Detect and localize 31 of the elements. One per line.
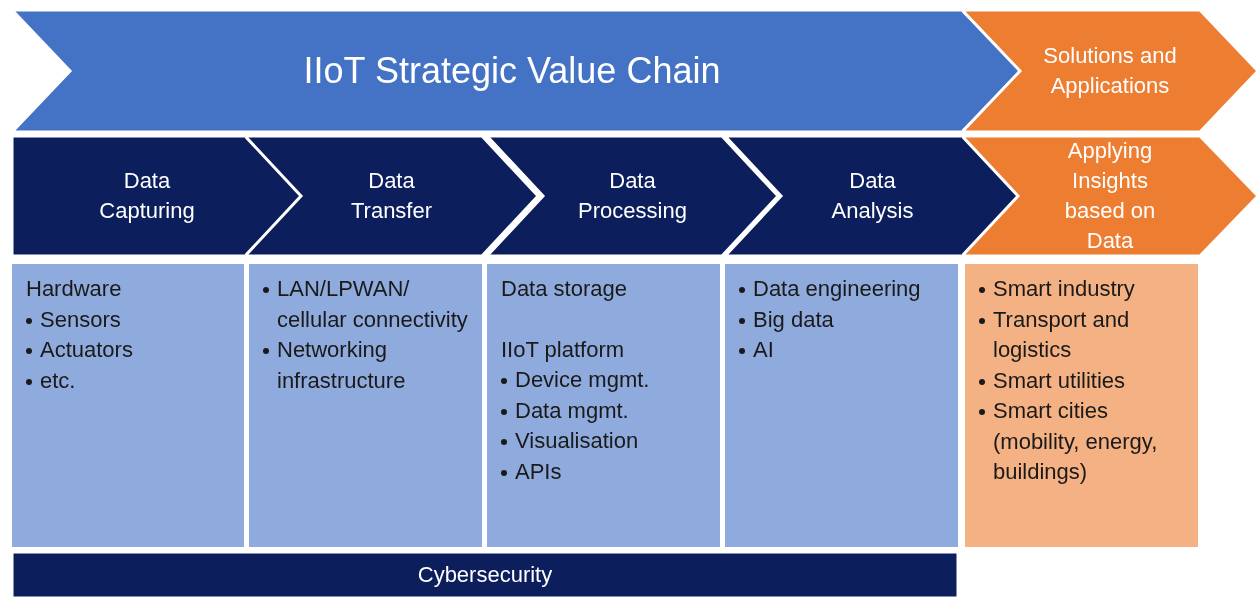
stage-label: Data Processing <box>577 167 688 225</box>
list-item: LAN/LPWAN/ cellular connectivity <box>277 276 468 332</box>
list-item: Networking infrastructure <box>277 337 406 393</box>
content-panel <box>725 264 958 547</box>
content-panel <box>12 264 244 547</box>
content-panel <box>965 264 1198 547</box>
list-item: APIs <box>515 458 562 484</box>
list-item: Big data <box>753 306 834 332</box>
list-item: Actuators <box>40 337 133 362</box>
list-item: Device mgmt. <box>515 367 650 392</box>
stage-label: Data Analysis <box>830 167 915 225</box>
list-item: Visualisation <box>515 428 639 453</box>
list-item: Smart cities (mobility, energy, buildings) <box>993 398 1158 484</box>
list-item: Data mgmt. <box>515 397 629 423</box>
list-item: etc. <box>40 367 76 393</box>
panel-heading: Data storage <box>501 276 627 301</box>
stage-label: Applying Insights based on Data <box>1063 137 1157 255</box>
stage-label: Solutions and Applications <box>1042 42 1178 100</box>
stage-label: Data Transfer <box>349 167 434 225</box>
list-item: AI <box>753 337 774 362</box>
list-item: Transport and logistics <box>993 306 1130 362</box>
panel-heading: Hardware <box>26 276 122 301</box>
list-item: Smart industry <box>993 276 1135 301</box>
banner-title: IIoT Strategic Value Chain <box>303 49 721 93</box>
panel-heading: IIoT platform <box>501 336 625 362</box>
content-panel <box>487 264 720 547</box>
content-panel <box>249 264 482 547</box>
list-item: Data engineering <box>753 276 921 301</box>
list-item: Smart utilities <box>993 367 1126 393</box>
stage-label: Cybersecurity <box>417 561 553 589</box>
list-item: Sensors <box>40 306 121 332</box>
